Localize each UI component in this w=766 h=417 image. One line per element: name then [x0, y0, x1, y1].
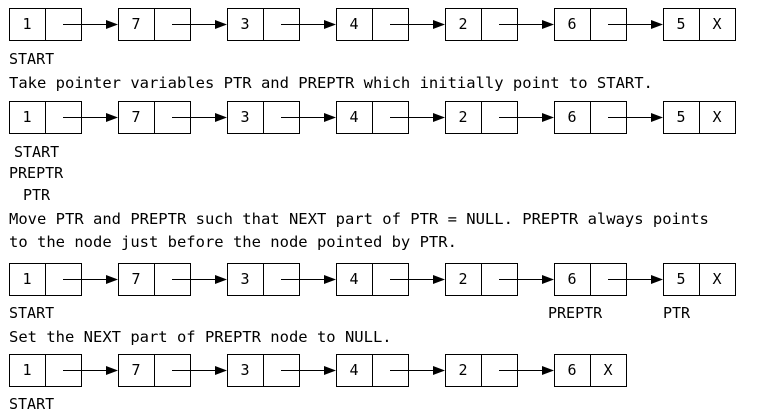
arrow-head-icon	[542, 275, 554, 284]
node-value: 7	[131, 361, 140, 379]
arrow-head-icon	[106, 366, 118, 375]
arrow-head-icon	[215, 113, 227, 122]
arrow-head-icon	[106, 20, 118, 29]
node-value: 5	[676, 270, 685, 288]
arrow-head-icon	[215, 366, 227, 375]
list-node: 3	[227, 8, 300, 41]
start-label: START	[9, 304, 54, 322]
arrow-head-icon	[433, 275, 445, 284]
node-value: 3	[240, 270, 249, 288]
list-node: 2	[445, 8, 518, 41]
arrow-head-icon	[106, 275, 118, 284]
arrow-head-icon	[324, 366, 336, 375]
list-node: 5	[663, 101, 736, 134]
arrow-head-icon	[324, 20, 336, 29]
node-value: 4	[349, 15, 358, 33]
node-value: 4	[349, 270, 358, 288]
instruction-text-1: Take pointer variables PTR and PREPTR wh…	[9, 74, 653, 92]
node-value: 5	[676, 108, 685, 126]
list-node: 6	[554, 354, 627, 387]
node-value: 2	[458, 108, 467, 126]
arrow-head-icon	[651, 20, 663, 29]
null-terminator: X	[712, 108, 721, 126]
node-value: 1	[22, 15, 31, 33]
arrow-head-icon	[542, 366, 554, 375]
preptr-label: PREPTR	[9, 164, 64, 182]
arrow-head-icon	[324, 113, 336, 122]
arrow-head-icon	[106, 113, 118, 122]
list-node: 4	[336, 8, 409, 41]
arrow-head-icon	[324, 275, 336, 284]
null-terminator: X	[603, 361, 612, 379]
list-row-final: 1 7 3 4 2 6 X	[9, 354, 627, 387]
null-terminator: X	[712, 270, 721, 288]
null-terminator: X	[712, 15, 721, 33]
node-value: 3	[240, 108, 249, 126]
arrow-head-icon	[215, 275, 227, 284]
preptr-label: PREPTR	[548, 304, 603, 322]
instruction-text-2-line2: to the node just before the node pointed…	[9, 233, 457, 251]
ptr-label: PTR	[663, 304, 691, 322]
instruction-text-3: Set the NEXT part of PREPTR node to NULL…	[9, 328, 392, 346]
ptr-label: PTR	[23, 186, 51, 204]
node-value: 2	[458, 361, 467, 379]
start-label: START	[14, 143, 59, 161]
arrow-head-icon	[433, 20, 445, 29]
node-value: 4	[349, 108, 358, 126]
node-value: 1	[22, 108, 31, 126]
arrow-head-icon	[542, 113, 554, 122]
node-value: 6	[567, 270, 576, 288]
arrow-head-icon	[651, 113, 663, 122]
start-label: START	[9, 50, 54, 68]
node-value: 4	[349, 361, 358, 379]
arrow-head-icon	[433, 366, 445, 375]
arrow-head-icon	[542, 20, 554, 29]
arrow-head-icon	[433, 113, 445, 122]
node-value: 5	[676, 15, 685, 33]
list-row-pointers-init: 1 7 3 4 2 6 5 X	[9, 101, 736, 134]
arrow-head-icon	[215, 20, 227, 29]
list-node: 5	[663, 263, 736, 296]
list-node: 7	[118, 263, 191, 296]
node-value: 7	[131, 270, 140, 288]
instruction-text-2-line1: Move PTR and PREPTR such that NEXT part …	[9, 210, 709, 228]
node-value: 1	[22, 361, 31, 379]
list-row-pointers-moved: 1 7 3 4 2 6 5 X	[9, 263, 736, 296]
start-label: START	[9, 395, 54, 413]
list-row-initial: 1 7 3 4 2 6 5 X	[9, 8, 736, 41]
arrow-head-icon	[651, 275, 663, 284]
node-value: 2	[458, 15, 467, 33]
node-value: 2	[458, 270, 467, 288]
node-value: 3	[240, 15, 249, 33]
node-value: 6	[567, 108, 576, 126]
list-node: 5	[663, 8, 736, 41]
node-value: 7	[131, 108, 140, 126]
node-value: 7	[131, 15, 140, 33]
node-value: 1	[22, 270, 31, 288]
list-node: 3	[227, 354, 300, 387]
node-value: 6	[567, 15, 576, 33]
node-value: 6	[567, 361, 576, 379]
node-value: 3	[240, 361, 249, 379]
